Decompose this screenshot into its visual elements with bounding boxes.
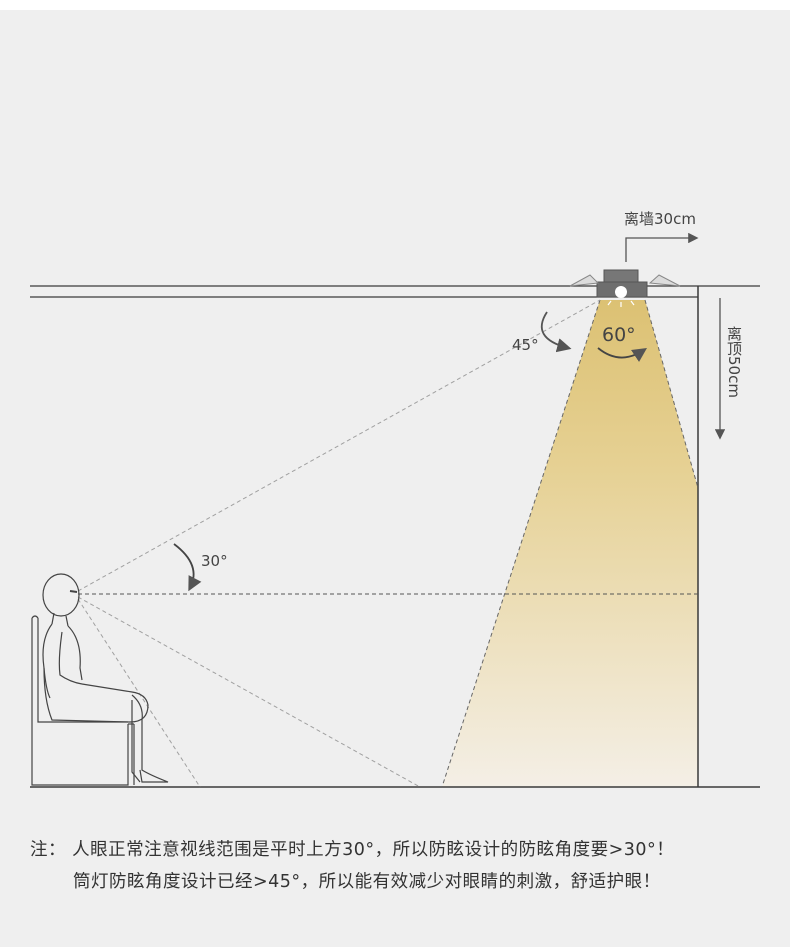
footnote-line-2: 筒灯防眩角度设计已经>45°，所以能有效减少对眼睛的刺激，舒适护眼！	[73, 872, 661, 892]
angle-30-arc	[173, 543, 202, 592]
ceiling-distance-label: 离顶50cm	[725, 326, 743, 398]
angle-45-label: 45°	[512, 336, 539, 354]
ceiling	[30, 285, 760, 298]
seated-person	[42, 573, 169, 783]
angle-60-arc	[597, 347, 647, 362]
sight-lines	[77, 299, 698, 788]
head	[42, 573, 80, 617]
footnote-prefix: 注：	[30, 840, 66, 860]
beam-edges	[441, 299, 699, 788]
wall-distance-marker	[625, 232, 699, 262]
angle-30-label: 30°	[201, 552, 228, 570]
footnote-line-1: 注： 人眼正常注意视线范围是平时上方30°，所以防眩设计的防眩角度要>30°！	[30, 840, 675, 860]
light-beam	[442, 300, 698, 787]
wall-distance-label: 离墙30cm	[624, 210, 696, 228]
angle-45-arc	[541, 311, 572, 353]
chair	[31, 615, 135, 786]
angle-60-label: 60°	[602, 324, 636, 346]
downlight-fixture	[569, 269, 681, 307]
footnote: 注： 人眼正常注意视线范围是平时上方30°，所以防眩设计的防眩角度要>30°！ …	[30, 834, 770, 898]
bulb-icon	[615, 286, 627, 298]
